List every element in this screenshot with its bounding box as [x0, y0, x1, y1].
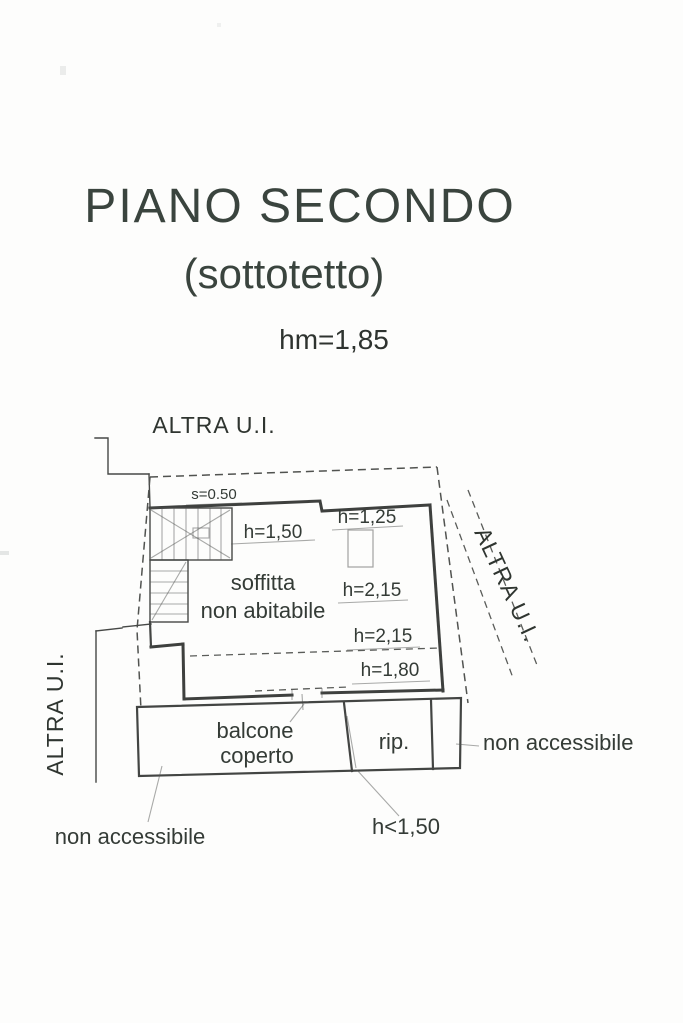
attic-walls: [148, 499, 445, 711]
label-wall-thickness: s=0.50: [191, 486, 236, 503]
dimension-lines: [185, 502, 441, 692]
chimney-box: [347, 529, 374, 568]
label-altra-ui-right: ALTRA U.I.: [469, 523, 545, 646]
mean-height-note: hm=1,85: [279, 324, 389, 355]
label-h-150: h=1,50: [244, 522, 303, 543]
label-balcone: balcone: [216, 718, 293, 743]
outer-boundary-dashed: [136, 466, 469, 711]
label-h-215-lower: h=2,15: [354, 626, 413, 647]
label-altra-ui-left: ALTRA U.I.: [42, 652, 68, 775]
page-title: PIANO SECONDO: [84, 180, 515, 233]
label-altra-ui-top: ALTRA U.I.: [152, 412, 275, 438]
right-boundary-dashed: [446, 489, 538, 679]
altra-ui-top-connector: [94, 437, 151, 508]
page-subtitle: (sottotetto): [184, 250, 385, 297]
label-non-accessibile-left: non accessibile: [55, 824, 205, 849]
staircase: [149, 507, 233, 623]
label-soffitta: soffitta: [231, 570, 296, 595]
left-boundary-lines: [95, 623, 152, 783]
scan-artifacts: [0, 23, 221, 555]
label-h-lt-150: h<1,50: [372, 814, 440, 839]
balcony-walls: [135, 696, 463, 778]
label-h-125: h=1,25: [338, 507, 397, 528]
label-non-abitabile: non abitabile: [201, 598, 326, 623]
annotation-leaders: [147, 743, 480, 823]
label-non-accessibile-right: non accessibile: [483, 730, 633, 755]
label-h-180: h=1,80: [361, 660, 420, 681]
label-h-215-upper: h=2,15: [343, 580, 402, 601]
label-rip: rip.: [379, 729, 410, 754]
label-coperto: coperto: [220, 743, 293, 768]
